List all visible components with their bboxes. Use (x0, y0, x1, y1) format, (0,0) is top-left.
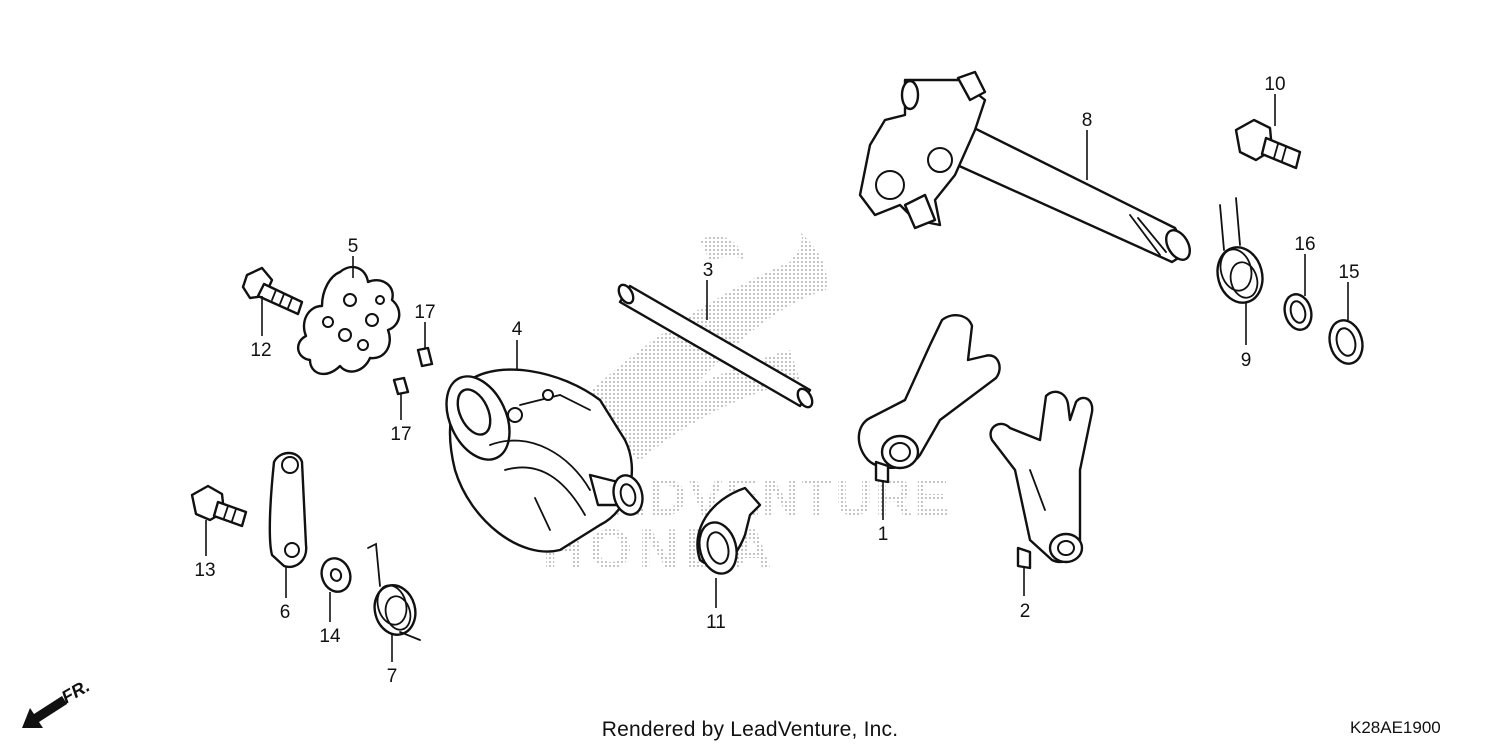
callout-6: 6 (280, 602, 291, 623)
part-16-circlip (1283, 293, 1313, 331)
callout-3: 3 (703, 260, 714, 281)
part-8-gearshift-spindle (858, 70, 1191, 264)
watermark-wing (560, 232, 827, 460)
part-6-stopper-arm (268, 451, 308, 569)
callout-4: 4 (512, 319, 523, 340)
part-11-drum-bearing-plate (696, 486, 762, 575)
part-5-drum-center (297, 265, 401, 376)
part-13-bolt (190, 484, 248, 528)
callout-1: 1 (878, 524, 889, 545)
callout-11: 11 (706, 612, 726, 633)
callout-17-bottom: 17 (390, 424, 411, 445)
callout-8: 8 (1082, 110, 1093, 131)
part-12-bolt (241, 266, 304, 316)
part-17-dowel-pins (392, 346, 434, 396)
callout-17-top: 17 (414, 302, 435, 323)
part-10-bolt (1234, 118, 1302, 170)
part-15-washer (1328, 319, 1364, 365)
callout-12: 12 (250, 340, 271, 361)
callout-16: 16 (1294, 234, 1315, 255)
callout-7: 7 (387, 666, 398, 687)
front-arrow-icon (22, 696, 67, 728)
callout-13: 13 (194, 560, 215, 581)
part-7-return-spring (367, 542, 421, 641)
part-3-shift-fork-shaft (617, 283, 814, 409)
part-2-shift-fork (989, 390, 1094, 570)
leader-lines (205, 94, 1349, 662)
callout-15: 15 (1338, 262, 1359, 283)
callout-9: 9 (1241, 350, 1252, 371)
callout-5: 5 (348, 236, 359, 257)
part-14-washer (320, 557, 352, 593)
part-4-shift-drum (445, 368, 644, 553)
callout-2: 2 (1020, 601, 1031, 622)
diagram-code: K28AE1900 (1350, 718, 1441, 737)
render-credit: Rendered by LeadVenture, Inc. (601, 718, 899, 741)
part-1-shift-fork (857, 314, 1001, 484)
callout-10: 10 (1264, 74, 1285, 95)
part-9-spring (1216, 197, 1264, 304)
callout-14: 14 (319, 626, 341, 647)
callouts: 1 2 3 4 5 6 7 8 9 10 11 12 13 14 15 16 1… (194, 74, 1359, 687)
